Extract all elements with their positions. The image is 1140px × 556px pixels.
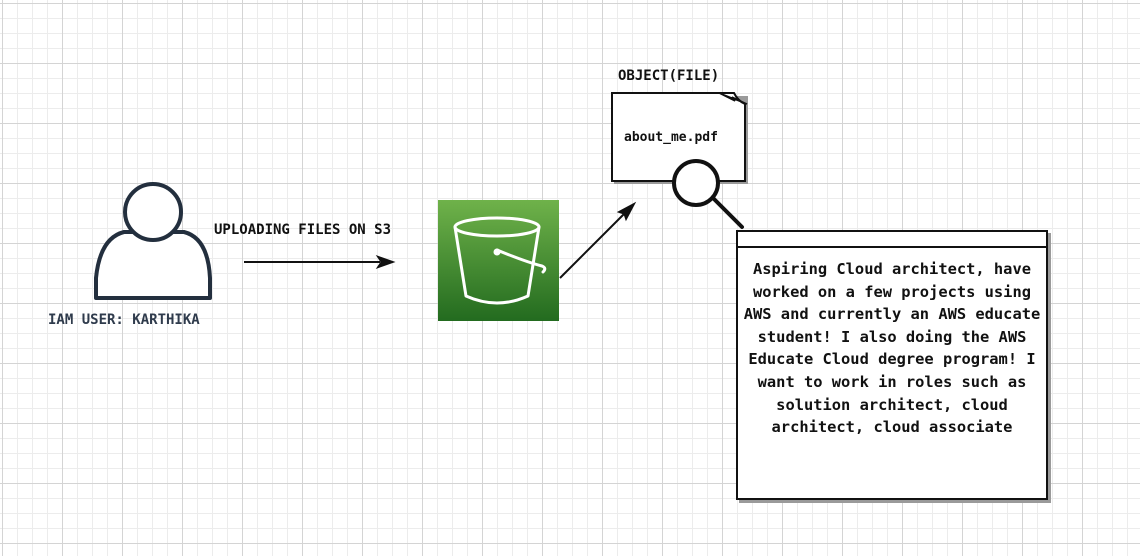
file-name: about_me.pdf xyxy=(624,130,718,145)
object-label: OBJECT(FILE) xyxy=(618,68,720,84)
s3-bucket-icon xyxy=(438,200,559,321)
magnifier-icon xyxy=(672,159,744,229)
upload-arrow-label: UPLOADING FILES ON S3 xyxy=(214,222,392,238)
user-label: IAM USER: KARTHIKA xyxy=(48,312,200,328)
object-arrow xyxy=(559,201,637,279)
user-icon xyxy=(94,182,212,300)
callout-text: Aspiring Cloud architect, have worked on… xyxy=(743,260,1041,437)
description-callout: Aspiring Cloud architect, have worked on… xyxy=(736,230,1048,500)
upload-arrow xyxy=(244,255,396,269)
callout-header xyxy=(738,232,1046,248)
